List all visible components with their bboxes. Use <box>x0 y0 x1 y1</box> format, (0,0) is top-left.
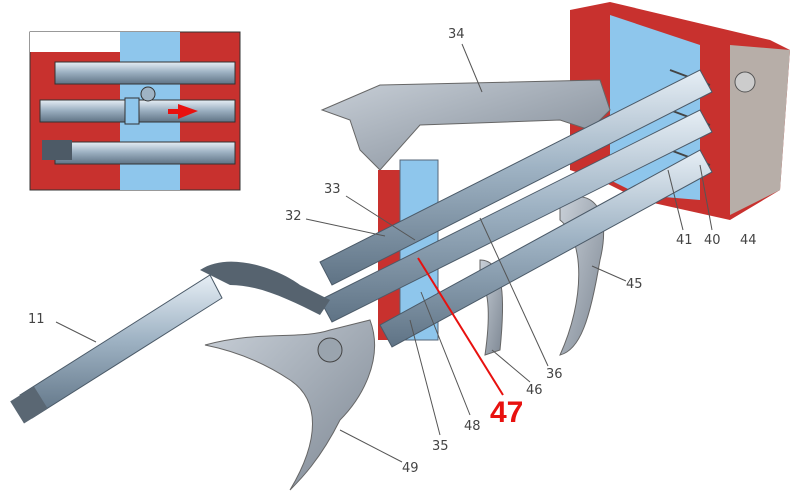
label-49: 49 <box>402 461 419 476</box>
lever-bend <box>200 261 330 315</box>
rod-middle <box>319 109 713 323</box>
label-32: 32 <box>285 209 302 224</box>
fork-34 <box>320 79 611 171</box>
label-40: 40 <box>704 233 721 248</box>
arrow-icon <box>168 104 198 119</box>
label-33: 33 <box>324 182 341 197</box>
label-45: 45 <box>626 277 643 292</box>
label-34: 34 <box>448 27 465 42</box>
rod-upper <box>319 69 713 286</box>
label-35: 35 <box>432 439 449 454</box>
label-44: 44 <box>740 233 757 248</box>
rod-lower <box>379 149 713 348</box>
label-11: 11 <box>28 312 45 327</box>
leader-47 <box>417 257 504 396</box>
label-48: 48 <box>464 419 481 434</box>
label-46: 46 <box>526 383 543 398</box>
inset-section-view <box>29 31 241 191</box>
shaft-11 <box>19 274 223 419</box>
fork-49 <box>204 319 375 491</box>
label-47: 47 <box>490 396 524 429</box>
label-41: 41 <box>676 233 693 248</box>
label-36: 36 <box>546 367 563 382</box>
